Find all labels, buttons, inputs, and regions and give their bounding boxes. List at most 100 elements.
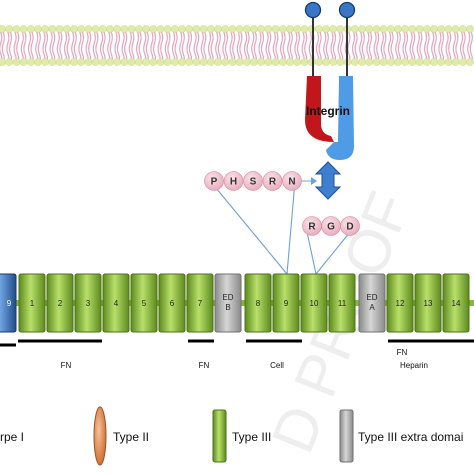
module-type3: 13: [414, 273, 442, 333]
lipid-molecule: [77, 25, 86, 66]
lipid-molecule: [358, 25, 366, 66]
connector-arrowhead-icon: [311, 177, 317, 185]
motif-residue: R: [262, 171, 283, 191]
lipid-molecule: [192, 25, 201, 66]
module-label: 6: [170, 299, 175, 308]
lipid-molecule: [178, 25, 186, 66]
module-label: B: [225, 303, 230, 312]
domain-label: FN: [199, 361, 210, 370]
integrin-beta-tail-icon: [338, 1, 356, 19]
lipid-molecule: [257, 25, 266, 66]
lipid-molecule: [336, 25, 345, 66]
motif-residue: P: [204, 171, 224, 191]
legend-swatch-extra: [339, 409, 354, 463]
motif-residue: S: [243, 171, 263, 191]
module-label: 14: [452, 299, 461, 308]
integrin-receptor: Integrin: [304, 1, 356, 160]
lipid-molecule: [98, 25, 107, 66]
lipid-molecule: [286, 25, 294, 66]
module-type3: 5: [130, 273, 158, 333]
legend-item: rpe I: [0, 430, 24, 444]
lipid-molecule: [70, 25, 78, 66]
lipid-molecule: [41, 25, 50, 66]
lipid-molecule: [34, 25, 42, 66]
module-type3: 12: [386, 273, 414, 333]
lipid-molecule: [156, 25, 165, 66]
lipid-molecule: [458, 25, 467, 66]
legend-label: Type II: [113, 430, 149, 444]
lipid-molecule: [422, 25, 431, 66]
lipid-molecule: [221, 25, 230, 66]
motif-residue: H: [223, 171, 244, 191]
lipid-molecule: [127, 25, 136, 66]
motif-residue-label: S: [250, 177, 257, 188]
module-label: 7: [198, 299, 203, 308]
module-type3: 3: [74, 273, 102, 333]
module-extra: EDA: [358, 273, 386, 333]
module-type3: 14: [442, 273, 470, 333]
module-label: 9: [284, 299, 289, 308]
module-type3: 11: [328, 273, 356, 333]
lipid-molecule: [134, 25, 143, 66]
module-label: A: [369, 303, 375, 312]
lipid-molecule: [350, 25, 359, 66]
integrin-alpha-tail-icon: [304, 1, 322, 19]
lipid-molecule: [278, 25, 287, 66]
lipid-molecule: [26, 25, 35, 66]
lipid-molecule: [0, 25, 6, 66]
motif-residue: N: [282, 171, 302, 191]
lipid-molecule: [228, 25, 237, 66]
lipid-molecule: [120, 25, 129, 66]
lipid-molecule: [444, 25, 453, 66]
motif-residue-label: G: [327, 222, 335, 233]
module-type3: 6: [158, 273, 186, 333]
lipid-molecule: [84, 25, 93, 66]
domain-label: FN: [61, 361, 72, 370]
lipid-molecule: [264, 25, 273, 66]
motif-connectors: [215, 180, 351, 275]
lipid-molecule: [329, 25, 338, 66]
lipid-molecule: [106, 25, 114, 66]
module-label: ED: [222, 293, 233, 302]
lipid-molecule: [365, 25, 374, 66]
lipid-molecule: [199, 25, 208, 66]
lipid-molecule: [271, 25, 280, 66]
lipid-molecule: [379, 25, 388, 66]
legend-item: Type II: [93, 406, 149, 466]
lipid-molecule: [250, 25, 258, 66]
module-label: 2: [58, 299, 63, 308]
module-type3: 2: [46, 273, 74, 333]
lipid-molecule: [91, 25, 100, 66]
lipid-molecule: [314, 25, 323, 66]
legend-label: rpe I: [0, 430, 24, 444]
module-label: 8: [256, 299, 261, 308]
legend-swatch-type2: [93, 406, 107, 466]
legend: rpe I Type II Type III Type III extra domai: [0, 406, 463, 466]
lipid-molecule: [437, 25, 446, 66]
lipid-molecule: [430, 25, 438, 66]
module-type3: 1: [18, 273, 46, 333]
lipid-molecule: [113, 25, 122, 66]
legend-item: Type III extra domai: [339, 409, 463, 463]
lipid-molecule: [185, 25, 194, 66]
cell-membrane: [0, 25, 474, 66]
module-type3: 4: [102, 273, 130, 333]
module-label: 5: [142, 299, 147, 308]
lipid-molecule: [214, 25, 222, 66]
motif-residue-label: N: [288, 177, 295, 188]
legend-label: Type III: [232, 430, 271, 444]
module-label: 13: [424, 299, 433, 308]
module-label: 12: [396, 299, 405, 308]
lipid-molecule: [55, 25, 64, 66]
lipid-molecule: [451, 25, 460, 66]
integrin-alpha-subunit: [305, 76, 334, 142]
legend-item: Type III: [212, 409, 271, 463]
motif-residue-label: P: [211, 177, 218, 188]
lipid-molecule: [12, 25, 21, 66]
lipid-molecule: [206, 25, 215, 66]
lipid-molecule: [300, 25, 309, 66]
